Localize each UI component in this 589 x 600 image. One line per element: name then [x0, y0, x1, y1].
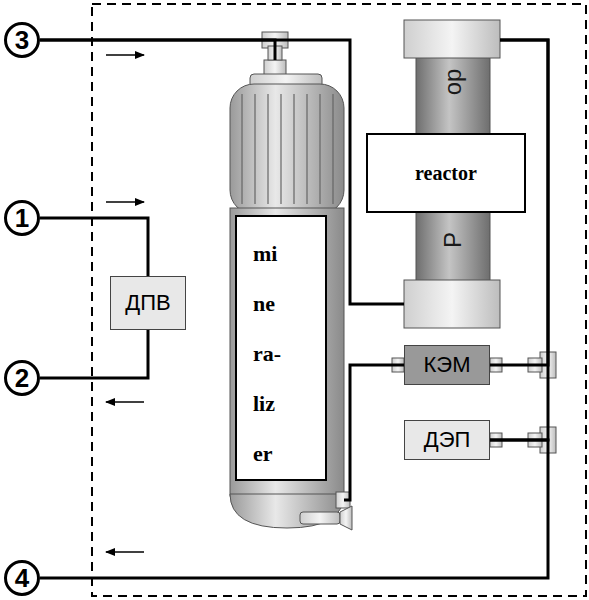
- callout-circle: 4: [4, 560, 40, 596]
- column-lettering: ор: [439, 69, 467, 96]
- pipe-line: [344, 365, 404, 500]
- sensor-box: ДЭП: [404, 420, 490, 460]
- column-lettering: Р: [439, 232, 467, 248]
- reactor-node: reactor: [404, 20, 500, 328]
- callout-number: 3: [15, 27, 29, 53]
- callout-circle: 1: [4, 200, 40, 236]
- pipe-line: [40, 218, 148, 276]
- callout-number: 2: [15, 365, 29, 391]
- reactor-label: reactor: [366, 133, 526, 213]
- box-label: ДЭП: [424, 428, 471, 452]
- box-label: ДПВ: [125, 291, 170, 315]
- sensor-box: ДПВ: [110, 276, 186, 330]
- box-label: КЭМ: [424, 353, 471, 377]
- pipe-line: [490, 40, 548, 440]
- pipe-line: [40, 40, 275, 60]
- mineralizer-vessel: [230, 60, 352, 530]
- callout-number: 1: [15, 205, 29, 231]
- mineralizer-node: mi ne ra- liz er: [230, 60, 344, 528]
- pipe-line: [40, 40, 404, 304]
- boundary: [92, 4, 586, 596]
- callout-number: 4: [15, 565, 29, 591]
- valve-box: КЭМ: [404, 345, 490, 385]
- callout-circle: 2: [4, 360, 40, 396]
- pipe-line: [40, 330, 148, 378]
- mineralizer-label: mi ne ra- liz er: [235, 215, 327, 481]
- callout-circle: 3: [4, 22, 40, 58]
